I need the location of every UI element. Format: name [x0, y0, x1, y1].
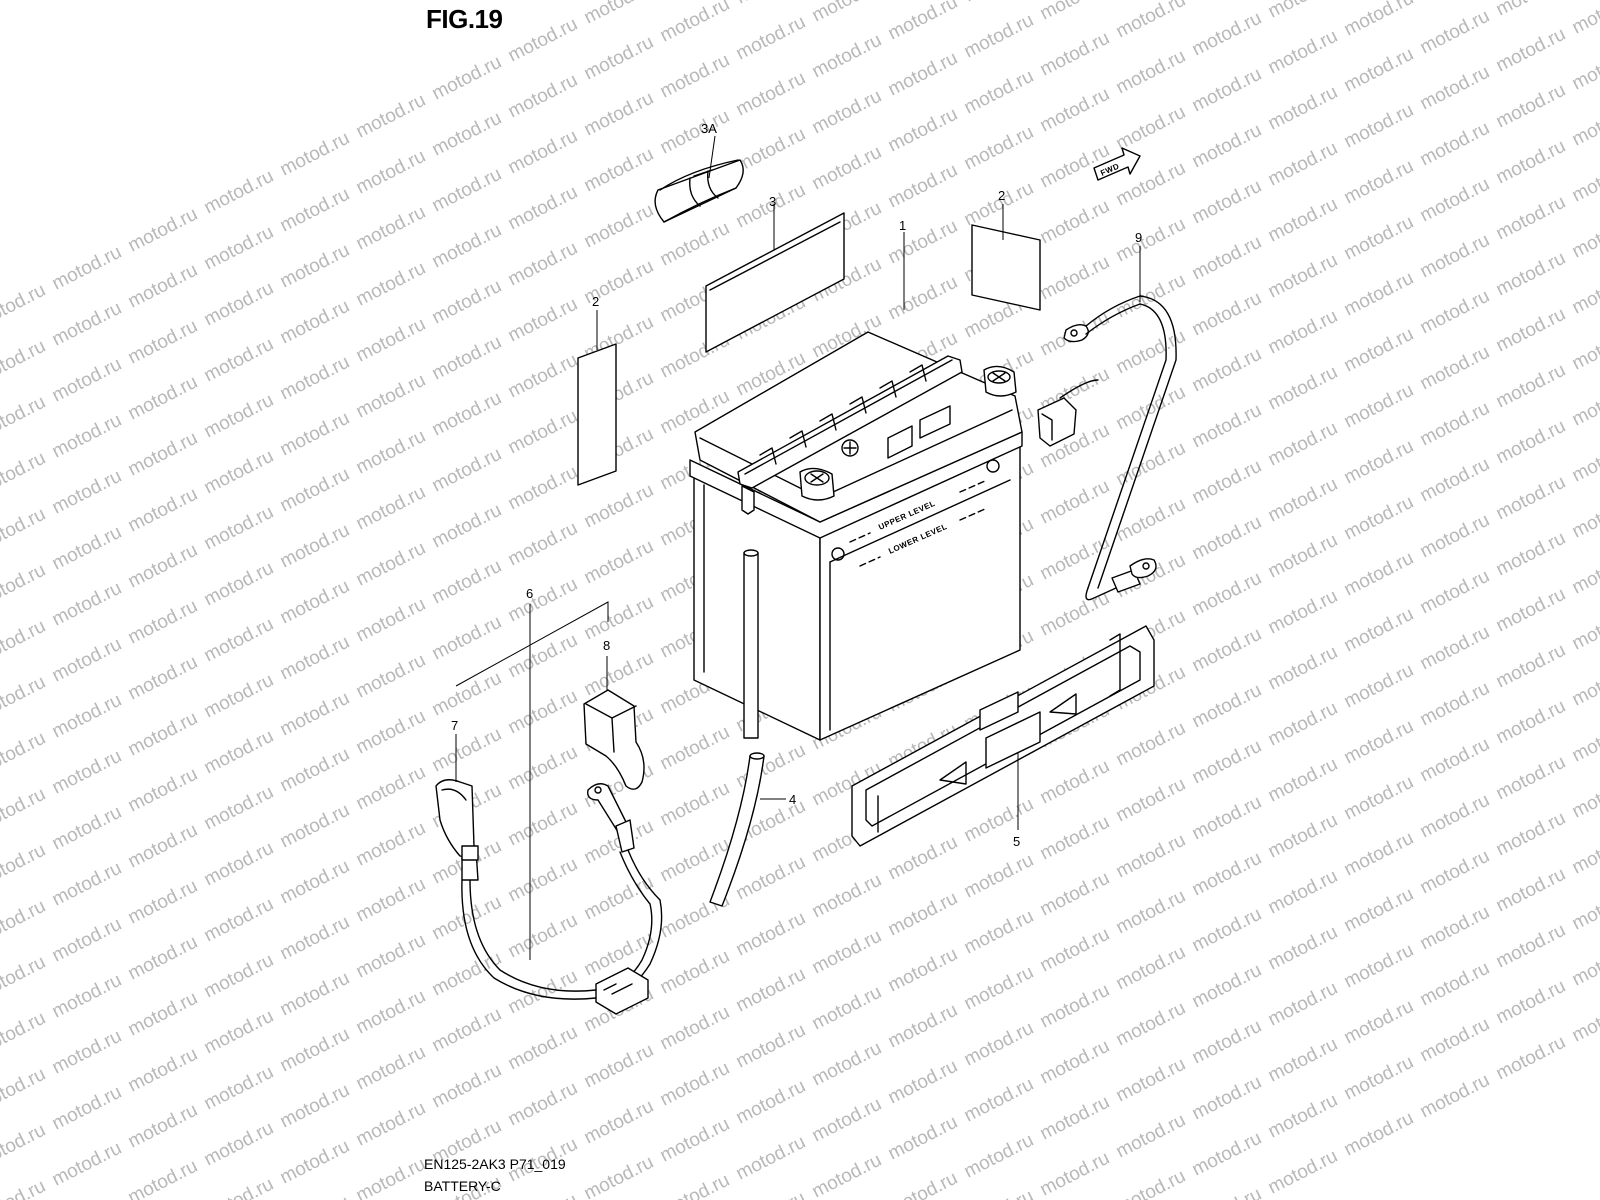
callouts: 1 2 2 3 3A 4 5 6 7 8 9: [451, 121, 1142, 849]
part-1-battery: UPPER LEVEL LOWER LEVEL: [689, 331, 1023, 741]
part-6-harness: [461, 783, 663, 1015]
figure-title: FIG.19: [426, 4, 503, 34]
callout-8: 8: [603, 638, 610, 653]
part-4-breather-tube: [709, 549, 765, 907]
callout-2-right: 2: [998, 188, 1005, 203]
callout-5: 5: [1013, 834, 1020, 849]
part-3a-terminal-cover: [654, 159, 744, 223]
callout-3: 3: [769, 194, 776, 209]
model-code: EN125-2AK3 P71_019: [424, 1156, 566, 1172]
callout-9: 9: [1135, 230, 1142, 245]
part-5-battery-band: [851, 625, 1155, 847]
callout-7: 7: [451, 718, 458, 733]
part-7-terminal-cover: [435, 779, 479, 861]
callout-6: 6: [526, 586, 533, 601]
callout-3a: 3A: [701, 121, 717, 136]
part-2-label-right: [971, 224, 1041, 311]
part-2-label-left: [577, 343, 617, 486]
callout-1: 1: [899, 218, 906, 233]
part-3-label-plate: [705, 212, 845, 353]
section-title: BATTERY-C: [424, 1178, 501, 1194]
callout-4: 4: [789, 792, 796, 807]
part-8-terminal-boot: [583, 689, 645, 790]
callout-2-left: 2: [592, 294, 599, 309]
fwd-direction-badge: FWD: [1093, 147, 1141, 181]
part-9-battery-cable: [1037, 295, 1177, 601]
leader-lines: [455, 135, 1141, 960]
